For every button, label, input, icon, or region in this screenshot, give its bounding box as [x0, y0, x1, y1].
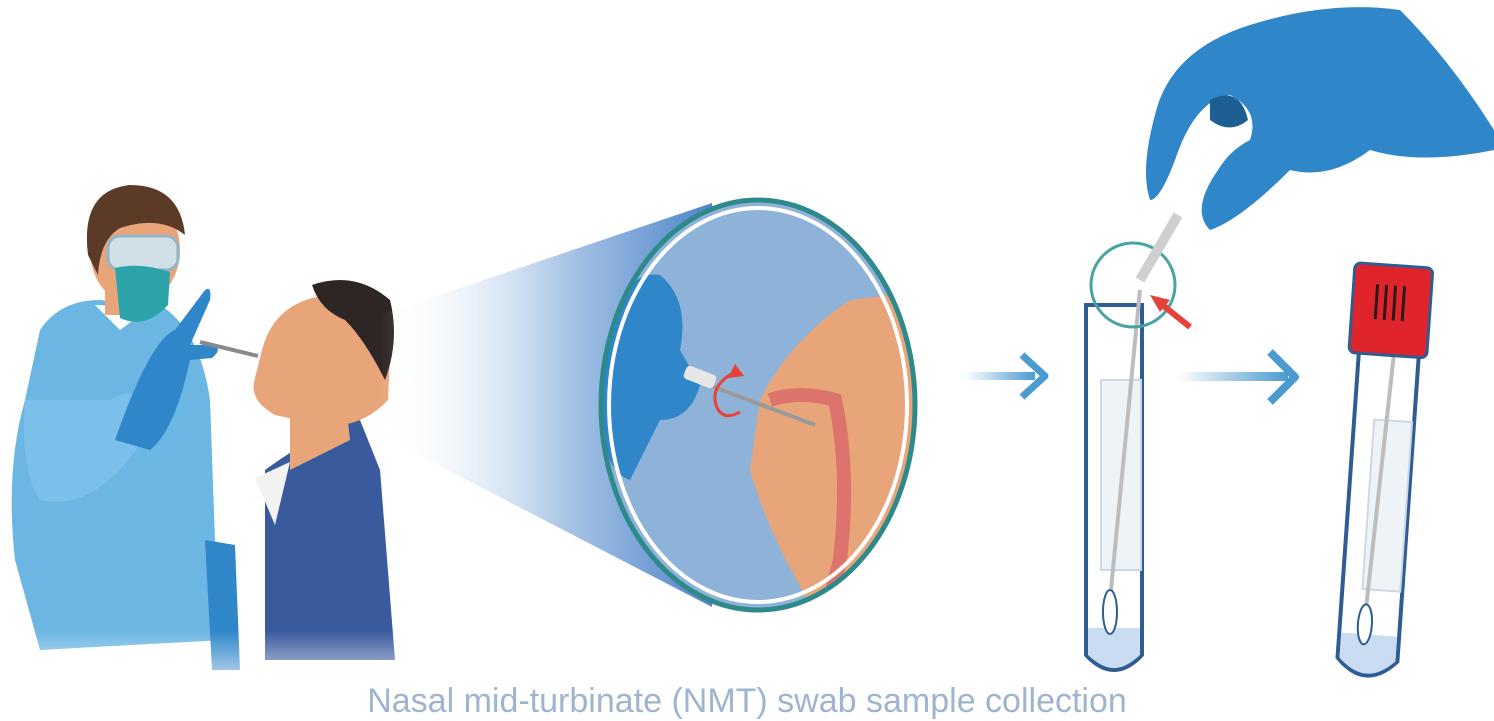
step-arrow-2-icon [1178, 352, 1295, 402]
gloved-hand-breaking-swab [1140, 7, 1494, 280]
zoom-inset [600, 200, 930, 620]
goggles [108, 236, 178, 270]
step-arrow-1-icon [965, 355, 1045, 397]
transport-tube-open [1086, 243, 1190, 670]
nmt-swab-procedure-diagram [0, 0, 1494, 704]
tube-red-cap [1349, 263, 1433, 358]
transport-tube-capped [1326, 263, 1432, 678]
diagram-caption: Nasal mid-turbinate (NMT) swab sample co… [0, 681, 1494, 721]
